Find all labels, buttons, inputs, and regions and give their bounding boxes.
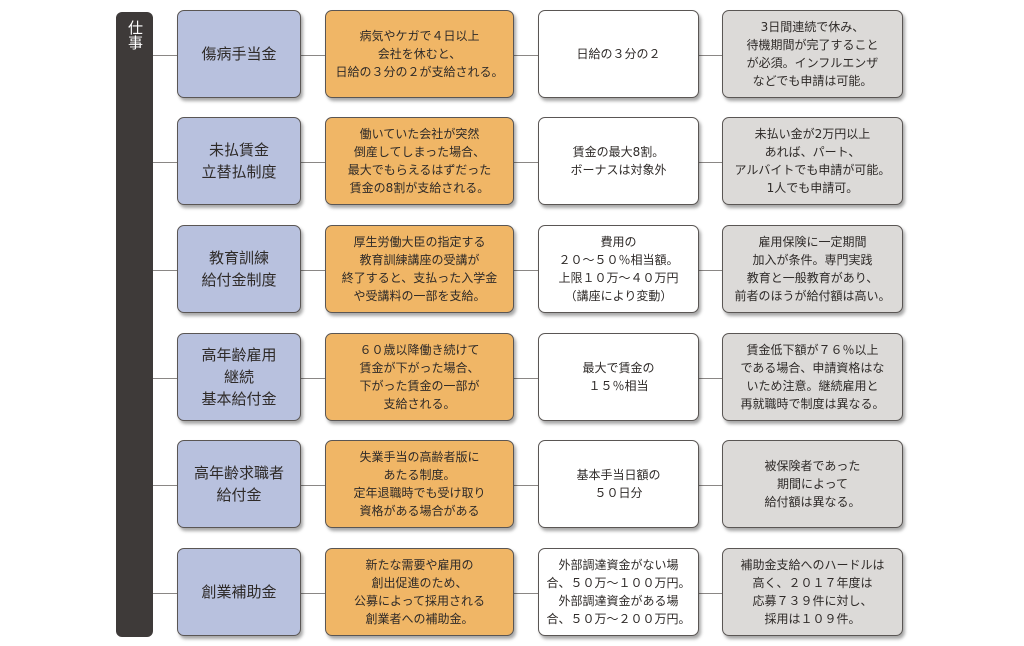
benefit-row: 教育訓練 給付金制度 厚生労働大臣の指定する 教育訓練講座の受講が 終了すると、… <box>0 225 1024 315</box>
benefit-row: 傷病手当金 病気やケガで４日以上 会社を休むと、 日給の３分の２が支給される。 … <box>0 10 1024 100</box>
benefit-row: 未払賃金 立替払制度 働いていた会社が突然 倒産してしまった場合、 最大でもらえ… <box>0 117 1024 207</box>
benefit-amount: 基本手当日額の ５０日分 <box>538 440 699 528</box>
category-label: 仕事 <box>126 20 144 50</box>
benefit-condition: 厚生労働大臣の指定する 教育訓練講座の受講が 終了すると、支払った入学金 や受講… <box>325 225 514 313</box>
benefit-condition: 働いていた会社が突然 倒産してしまった場合、 最大でもらえるはずだった 賃金の8… <box>325 117 514 205</box>
benefit-name: 傷病手当金 <box>177 10 301 98</box>
benefit-name: 未払賃金 立替払制度 <box>177 117 301 205</box>
benefit-amount: 賃金の最大8割。 ボーナスは対象外 <box>538 117 699 205</box>
benefit-condition: ６０歳以降働き続けて 賃金が下がった場合、 下がった賃金の一部が 支給される。 <box>325 333 514 421</box>
benefit-amount: 外部調達資金がない場 合、５０万〜１００万円。 外部調達資金がある場 合、５０万… <box>538 548 699 636</box>
benefit-row: 創業補助金 新たな需要や雇用の 創出促進のため、 公募によって採用される 創業者… <box>0 548 1024 638</box>
benefit-name: 高年齢求職者 給付金 <box>177 440 301 528</box>
benefit-amount: 最大で賃金の １５％相当 <box>538 333 699 421</box>
benefit-condition: 病気やケガで４日以上 会社を休むと、 日給の３分の２が支給される。 <box>325 10 514 98</box>
benefit-name: 高年齢雇用 継続 基本給付金 <box>177 333 301 421</box>
benefit-note: 被保険者であった 期間によって 給付額は異なる。 <box>722 440 903 528</box>
benefit-amount: 費用の ２０〜５０％相当額。 上限１０万〜４０万円 （講座により変動） <box>538 225 699 313</box>
benefit-row: 高年齢雇用 継続 基本給付金 ６０歳以降働き続けて 賃金が下がった場合、 下がっ… <box>0 333 1024 423</box>
benefit-condition: 新たな需要や雇用の 創出促進のため、 公募によって採用される 創業者への補助金。 <box>325 548 514 636</box>
benefit-name: 創業補助金 <box>177 548 301 636</box>
benefit-note: 賃金低下額が７６％以上 である場合、申請資格はな いため注意。継続雇用と 再就職… <box>722 333 903 421</box>
benefit-name: 教育訓練 給付金制度 <box>177 225 301 313</box>
benefit-condition: 失業手当の高齢者版に あたる制度。 定年退職時でも受け取り 資格がある場合がある <box>325 440 514 528</box>
benefit-note: 雇用保険に一定期間 加入が条件。専門実践 教育と一般教育があり、 前者のほうが給… <box>722 225 903 313</box>
benefit-note: 3日間連続で休み、 待機期間が完了すること が必須。インフルエンザ などでも申請… <box>722 10 903 98</box>
benefit-note: 未払い金が2万円以上 あれば、パート、 アルバイトでも申請が可能。 1人でも申請… <box>722 117 903 205</box>
benefit-note: 補助金支給へのハードルは 高く、２０１７年度は 応募７３９件に対し、 採用は１０… <box>722 548 903 636</box>
category-bar: 仕事 <box>116 12 153 637</box>
benefit-row: 高年齢求職者 給付金 失業手当の高齢者版に あたる制度。 定年退職時でも受け取り… <box>0 440 1024 530</box>
benefit-amount: 日給の３分の２ <box>538 10 699 98</box>
